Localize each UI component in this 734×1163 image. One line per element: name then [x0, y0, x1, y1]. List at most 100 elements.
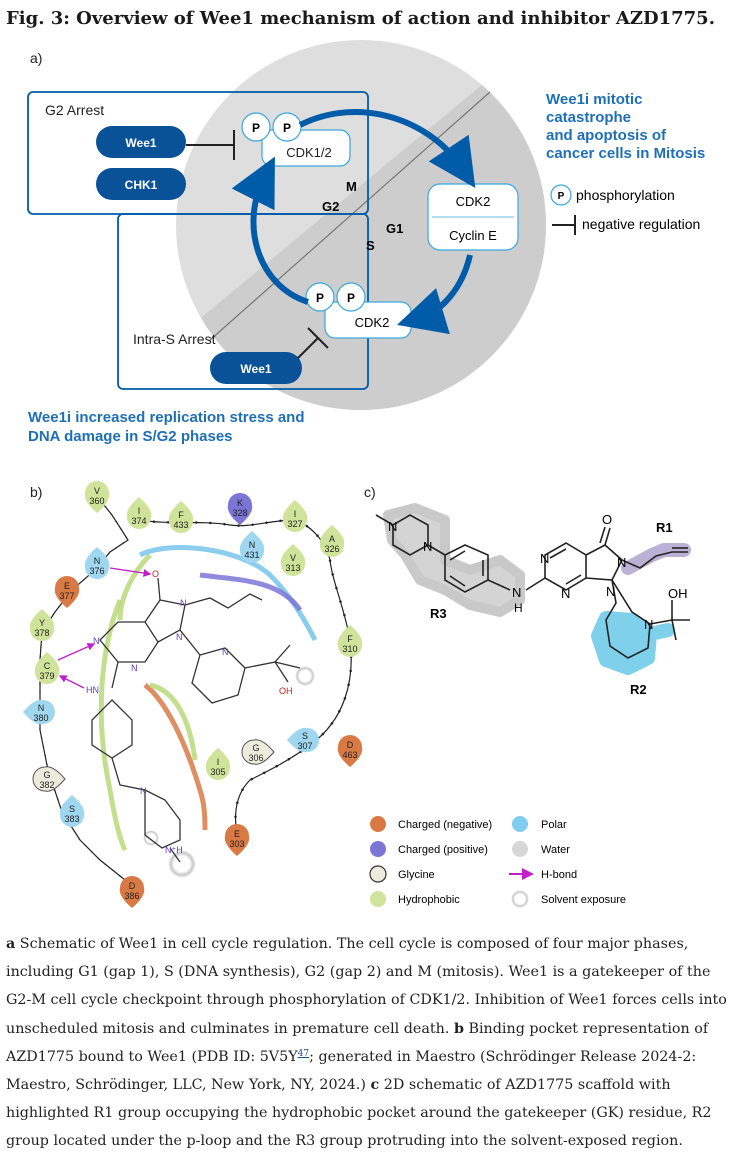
g2-arrest-label: G2 Arrest	[45, 102, 104, 118]
legend-phospho-icon	[550, 184, 572, 206]
residue-marker	[224, 824, 250, 856]
cdk2-label-right: CDK2	[456, 194, 491, 209]
residue-aa: E	[64, 581, 70, 591]
ligand-structure	[91, 577, 301, 863]
phase-s-label: S	[366, 238, 375, 253]
solvent-halo-2	[168, 850, 196, 878]
legend-glycine-swatch	[369, 865, 387, 883]
residue-number: 328	[232, 508, 247, 518]
residue-aa: I	[294, 509, 297, 519]
scaffold-n-pyridine: N	[644, 617, 653, 632]
phase-m-label: M	[346, 179, 357, 194]
residue-number: 383	[64, 814, 79, 824]
hbond-c379-n	[57, 643, 96, 661]
residue-number: 310	[342, 644, 357, 654]
ligand-atom-n5: N	[222, 647, 229, 657]
residue-marker	[59, 795, 85, 827]
residue-aa: F	[178, 510, 184, 520]
legend-negative-regulation: negative regulation	[582, 216, 700, 232]
scaffold-n-piperazine1: N	[388, 519, 397, 534]
chk1-pill	[96, 168, 186, 200]
residue-aa: I	[138, 506, 141, 516]
cycle-arrow-s	[231, 156, 309, 305]
legend-negative-icon	[552, 215, 576, 235]
pocket-ribbon-green	[98, 599, 128, 852]
residue-number: 305	[210, 767, 225, 777]
cycle-arrow-m	[298, 109, 476, 188]
legend-glycine: Glycine	[398, 869, 435, 881]
scaffold-n-ring1: N	[617, 555, 626, 570]
ligand-atom-n4: N	[180, 598, 187, 608]
cdk12-label: CDK1/2	[286, 145, 332, 160]
caption-reference-link[interactable]: 47	[297, 1048, 310, 1059]
figure-title: Fig. 3: Overview of Wee1 mechanism of ac…	[6, 8, 715, 29]
scaffold-oh: OH	[668, 586, 688, 601]
residue-marker	[287, 727, 319, 753]
ligand-atom-oh: OH	[279, 686, 293, 696]
legend-hydrophobic-swatch	[370, 891, 386, 907]
panel-a-diagram: G2 Arrest Intra-S Arrest Wee1 CHK1 Wee1 …	[27, 40, 705, 445]
phospho-p1-top	[241, 112, 271, 142]
phospho-p1-bottom	[305, 282, 335, 312]
solvent-halo-1	[295, 666, 315, 686]
legend-solvent-exposure: Solvent exposure	[541, 894, 626, 906]
legend-charged-negative-swatch	[370, 816, 386, 832]
legend-solvent-swatch	[511, 890, 529, 908]
scaffold-o: O	[602, 512, 612, 527]
scaffold-n-pyr1: N	[540, 551, 549, 566]
r2-highlight	[591, 611, 657, 675]
phase-g2-label: G2	[322, 199, 339, 214]
cyclin-e-label: Cyclin E	[449, 228, 497, 243]
ligand-atom-hn: HN	[86, 685, 99, 695]
residue-aa: N	[94, 556, 101, 566]
inhibition-arrow-g2	[186, 130, 235, 160]
wee1-pill-g2	[96, 126, 186, 158]
residue-aa: F	[347, 634, 353, 644]
scaffold-structure	[375, 514, 690, 659]
residue-aa: I	[217, 757, 220, 767]
residue-aa: S	[302, 731, 308, 741]
r1-label: R1	[656, 520, 673, 535]
cdk2-label-lower: CDK2	[355, 315, 390, 330]
residue-number: 386	[124, 891, 139, 901]
legend-charged-negative: Charged (negative)	[398, 819, 492, 831]
scaffold-n-pyr2: N	[561, 586, 570, 601]
residue-aa: G	[252, 743, 259, 753]
residue-marker	[241, 739, 275, 765]
residue-marker	[34, 652, 60, 684]
r1-highlight	[621, 543, 691, 575]
residue-aa: N	[38, 703, 45, 713]
residue-aa: D	[347, 740, 354, 750]
legend-charged-positive: Charged (positive)	[398, 844, 488, 856]
r3-label: R3	[430, 606, 447, 621]
caption-a-label: a	[6, 936, 16, 952]
residue-number: 360	[89, 496, 104, 506]
residue-number: 313	[285, 563, 300, 573]
residue-aa: Y	[39, 618, 45, 628]
inhibition-arrow-s	[297, 327, 329, 359]
legend-polar-swatch	[512, 816, 528, 832]
panel-c-scaffold: N N N H N N N N N O OH R1 R2 R3	[375, 503, 691, 697]
ligand-atom-o: O	[152, 569, 159, 579]
panel-c-letter: c)	[364, 484, 376, 500]
residue-marker	[84, 481, 110, 513]
residue-aa: V	[290, 553, 296, 563]
residue-marker	[337, 735, 363, 767]
replication-stress-text: Wee1i increased replication stress and D…	[28, 409, 309, 445]
residue-number: 378	[34, 628, 49, 638]
residue-aa: S	[69, 804, 75, 814]
